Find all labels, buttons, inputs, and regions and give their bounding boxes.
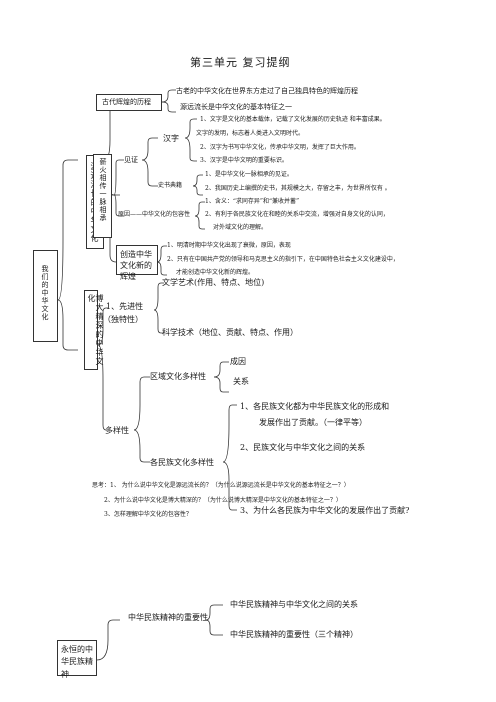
ethnic-item-3: 2、民族文化与中华文化之间的关系 (240, 443, 366, 452)
brilliance-box: 创造中华文化新的辉煌 (116, 245, 158, 281)
advanced-label: 1、先进性 (106, 302, 144, 311)
page-title: 第三单元 复习提纲 (190, 56, 291, 69)
regional-label: 区域文化多样性 (150, 372, 206, 381)
question-2: 2、为什么说中华文化是博大精深的？（为什么说博大精深是中华文化的基本特征之一？） (104, 497, 342, 504)
reason-line-1: 1、含义：“求同存异”和“兼收并蓄” (205, 198, 300, 205)
evidence-label: 见证 (124, 156, 138, 164)
root-topic-label: 我们的中华文化 (41, 265, 49, 321)
hanzi-label: 汉字 (163, 134, 179, 143)
hanzi-line-4: 3、汉字是中华文明的重要标识。 (200, 157, 288, 164)
ethnic-item-4: 3、为什么各民族为中华文化的发展作出了贡献? (240, 506, 410, 515)
brilliance-line-3: 才能创造中华文化新的辉煌。 (176, 269, 255, 276)
history-box: 古代辉煌的历程 (96, 94, 162, 111)
regional-item-2: 关系 (233, 377, 249, 386)
part2-box: 博大精深的中华文化 (84, 290, 104, 370)
reason-line-2: 2、有利于各民族文化在和睦的关系中交流，增强对自身文化的认同， (205, 211, 389, 218)
part3-label: 永恒的中华民族精神 (61, 645, 93, 679)
ethnic-item-2: 发展作出了贡献。（一律平等） (259, 418, 367, 427)
reason-label: 原因——中华文化的包容性 (118, 211, 191, 218)
regional-item-1: 成因 (230, 357, 246, 366)
brilliance-line-1: 1、明清时期中华文化出现了衰微，原因，表现 (167, 242, 291, 249)
brilliance-line-2: 2、只有在中国共产党的领导和马克思主义的指引下，在中国特色社会主义文化建设中， (167, 256, 399, 263)
hanzi-line-2: 文字的发明，标志着人类进入文明时代。 (196, 130, 305, 137)
books-label: 史书典籍 (158, 182, 183, 189)
continuity-box: 薪火相传一脉相承 (93, 154, 112, 238)
ethnic-label: 各民族文化多样性 (150, 458, 214, 467)
history-label: 古代辉煌的历程 (102, 98, 151, 106)
question-3: 3、怎样理解中华文化的包容性？ (104, 511, 192, 518)
hanzi-line-3: 2、汉字为书写中华文化，传承中华文明，发挥了巨大作用。 (200, 144, 360, 151)
advanced-item-1: 文学艺术(作用、特点、地位) (162, 278, 265, 287)
ethnic-item-1: 1、各民族文化都为中华民族文化的形成和 (240, 402, 390, 411)
history-line-1: 古老的中华文化在世界东方走过了自己独具特色的辉煌历程 (176, 87, 358, 95)
part2-label: 博大精深的中华文化 (87, 294, 104, 366)
diversity-label: 多样性 (105, 426, 129, 435)
part3-box: 永恒的中华民族精神 (57, 640, 97, 679)
advanced-sublabel: （独特性） (103, 315, 143, 324)
reason-line-3: 对外域文化的理解。 (213, 224, 268, 231)
continuity-label: 薪火相传一脉相承 (99, 158, 107, 222)
hanzi-line-1: 1、文字是文化的基本载体，记载了文化发展的历史轨迹 和丰富成果。 (200, 116, 386, 123)
importance-label: 中华民族精神的重要性 (128, 613, 208, 622)
root-topic-box: 我们的中华文化 (33, 250, 58, 342)
books-line-1: 1、是中华文化一脉相承的见证。 (205, 171, 293, 178)
advanced-item-2: 科学技术（地位、贡献、特点、作用） (162, 328, 298, 337)
books-line-2: 2、我国历史上编撰的史书，其规模之大，存留之丰，为世界所仅有 。 (205, 185, 391, 192)
importance-item-2: 中华民族精神的重要性（三个精神） (230, 630, 358, 639)
question-1: 思考：1、 为什么说中华文化是源远流长的？（为什么说源远流长是中华文化的基本特征… (92, 482, 350, 489)
importance-item-1: 中华民族精神与中华文化之间的关系 (230, 600, 358, 609)
brilliance-label: 创造中华文化新的辉煌 (120, 250, 152, 282)
history-line-2: 源远流长是中华文化的基本特征之一 (180, 103, 292, 111)
